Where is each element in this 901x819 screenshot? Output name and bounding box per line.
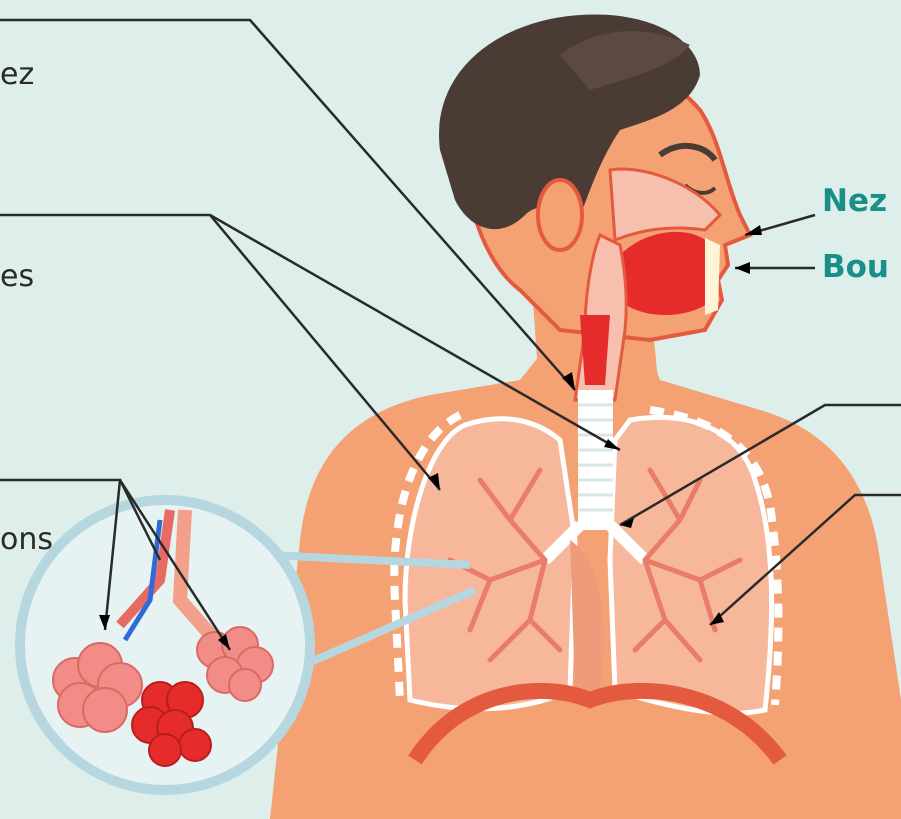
right-lung — [610, 418, 772, 714]
label-bouche-right: Bou — [822, 252, 889, 283]
mouth-cavity — [620, 232, 715, 315]
label-nez-right: Nez — [822, 186, 887, 217]
label-nez-left: ez — [0, 60, 34, 90]
label-alveoles-left: ons — [0, 525, 53, 555]
ear — [538, 180, 582, 250]
larynx — [580, 315, 610, 385]
teeth — [705, 238, 720, 315]
label-bronches-left: es — [0, 262, 34, 292]
